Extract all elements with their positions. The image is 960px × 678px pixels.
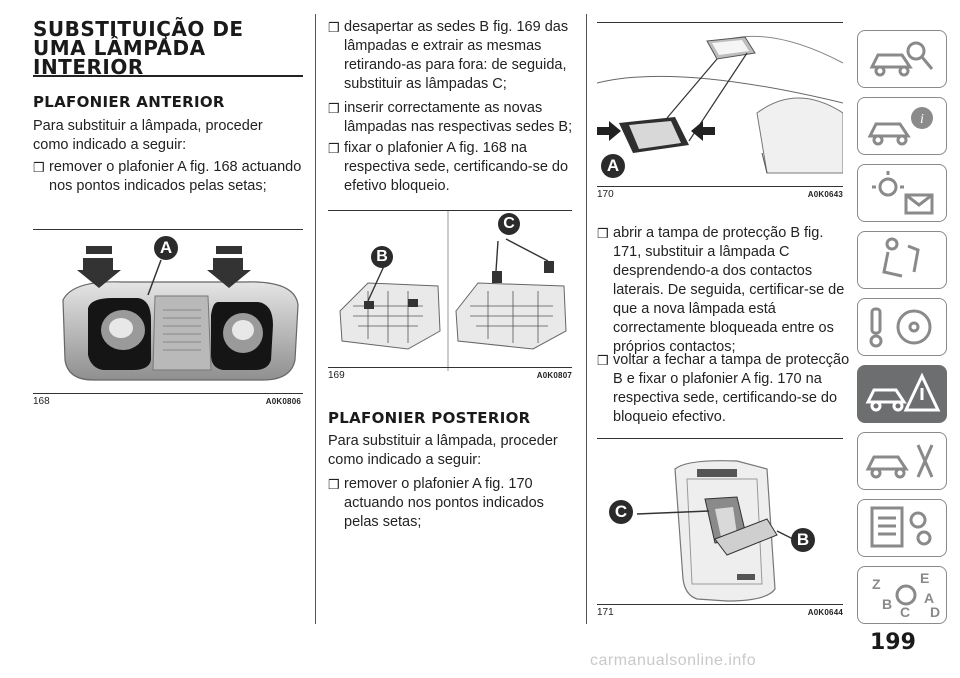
car-info-icon: i [867,107,933,146]
rear-heading: PLAFONIER POSTERIOR [328,409,531,427]
figure-171: C B 171 A0K0644 [597,436,843,624]
column-divider [586,14,587,624]
checkbox-bullet-icon: ❒ [328,20,340,35]
car-tools-icon [865,444,934,479]
front-step-2-text: desapertar as sedes B fig. 169 das lâmpa… [344,19,569,92]
tab-car-tools[interactable] [857,432,947,490]
front-step-3-text: inserir correctamente as novas lâmpadas … [344,100,573,135]
tab-list-gears[interactable] [857,499,947,557]
figure-number: 171 [597,607,614,618]
rear-step-2-text: abrir a tampa de protecção B fig. 171, s… [613,225,845,355]
front-step-4: ❒ fixar o plafonier A fig. 168 na respec… [328,139,580,196]
svg-text:D: D [930,604,940,620]
airbag-seat-icon [882,237,920,278]
tab-car-info[interactable]: i [857,97,947,155]
front-intro: Para substituir a lâmpada, proceder como… [33,118,263,153]
lights-message-icon [872,171,934,215]
checkbox-bullet-icon: ❒ [328,477,340,492]
figure-number: 169 [328,370,345,381]
key-steering-icon [869,307,932,348]
front-plafonier-illustration [62,246,299,381]
tab-car-warning[interactable] [857,365,947,423]
page-number: 199 [870,630,916,655]
front-step-1-text: remover o plafonier A fig. 168 actuando … [49,159,302,194]
checkbox-bullet-icon: ❒ [328,141,340,156]
figure-bottom-rule [33,393,303,394]
figure-bottom-rule [597,604,843,605]
rear-step-1-text: remover o plafonier A fig. 170 actuando … [344,476,544,530]
figure-code: A0K0643 [807,190,843,199]
svg-text:i: i [920,112,924,127]
figure-number: 168 [33,396,50,407]
callout-b-169: B [371,246,393,268]
svg-text:Z: Z [872,576,881,592]
figure-code: A0K0644 [807,608,843,617]
checkbox-bullet-icon: ❒ [597,353,609,368]
figure-bottom-rule [597,186,843,187]
rear-plafonier-illustration [597,35,843,174]
figure-top-rule [33,229,303,230]
checkbox-bullet-icon: ❒ [328,101,340,116]
figure-170: A 170 A0K0643 [597,20,843,205]
watermark: carmanualsonline.info [590,652,757,669]
front-step-2: ❒ desapertar as sedes B fig. 169 das lâm… [328,18,580,94]
figure-top-rule [597,22,843,23]
rear-intro: Para substituir a lâmpada, proceder como… [328,433,558,468]
rear-bulb-cover-illustration [636,460,794,602]
checkbox-bullet-icon: ❒ [597,226,609,241]
column-divider [315,14,316,624]
figure-top-rule [597,438,843,439]
front-step-3: ❒ inserir correctamente as novas lâmpada… [328,99,580,137]
tab-lights-message[interactable] [857,164,947,222]
figure-top-rule [328,210,572,211]
svg-text:B: B [882,596,892,612]
rear-step-3: ❒ voltar a fechar a tampa de protecção B… [597,351,853,427]
section-title: SUBSTITUIÇÃO DE UMA LÂMPADA INTERIOR [33,17,244,79]
tab-key-steering[interactable] [857,298,947,356]
figure-code: A0K0807 [536,371,572,380]
figure-169: B C 169 A0K0807 [328,208,572,383]
svg-text:A: A [924,590,934,606]
car-search-icon [869,41,934,77]
checkbox-bullet-icon: ❒ [33,160,45,175]
rear-step-1: ❒ remover o plafonier A fig. 170 actuand… [328,475,580,532]
rear-step-3-text: voltar a fechar a tampa de protecção B e… [613,352,850,425]
callout-c-169: C [498,213,520,235]
figure-168: A 168 A0K0806 [33,226,303,407]
callout-c-171: C [609,500,633,524]
front-heading: PLAFONIER ANTERIOR [33,93,225,111]
front-step-4-text: fixar o plafonier A fig. 168 na respecti… [344,140,569,194]
front-step-1: ❒ remover o plafonier A fig. 168 actuand… [33,158,305,196]
figure-number: 170 [597,189,614,200]
callout-b-171: B [791,528,815,552]
callout-a-170: A [601,154,625,178]
title-rule [33,75,303,77]
rear-step-2: ❒ abrir a tampa de protecção B fig. 171,… [597,224,853,357]
figure-bottom-rule [328,367,572,368]
svg-text:E: E [920,570,929,586]
callout-a-168: A [154,236,178,260]
tab-car-search[interactable] [857,30,947,88]
front-bulb-seats-illustration [339,211,567,371]
tab-airbag-seat[interactable] [857,231,947,289]
car-warning-icon [865,372,941,412]
list-gears-icon [870,506,932,548]
svg-text:C: C [900,604,910,620]
figure-code: A0K0806 [265,397,301,406]
